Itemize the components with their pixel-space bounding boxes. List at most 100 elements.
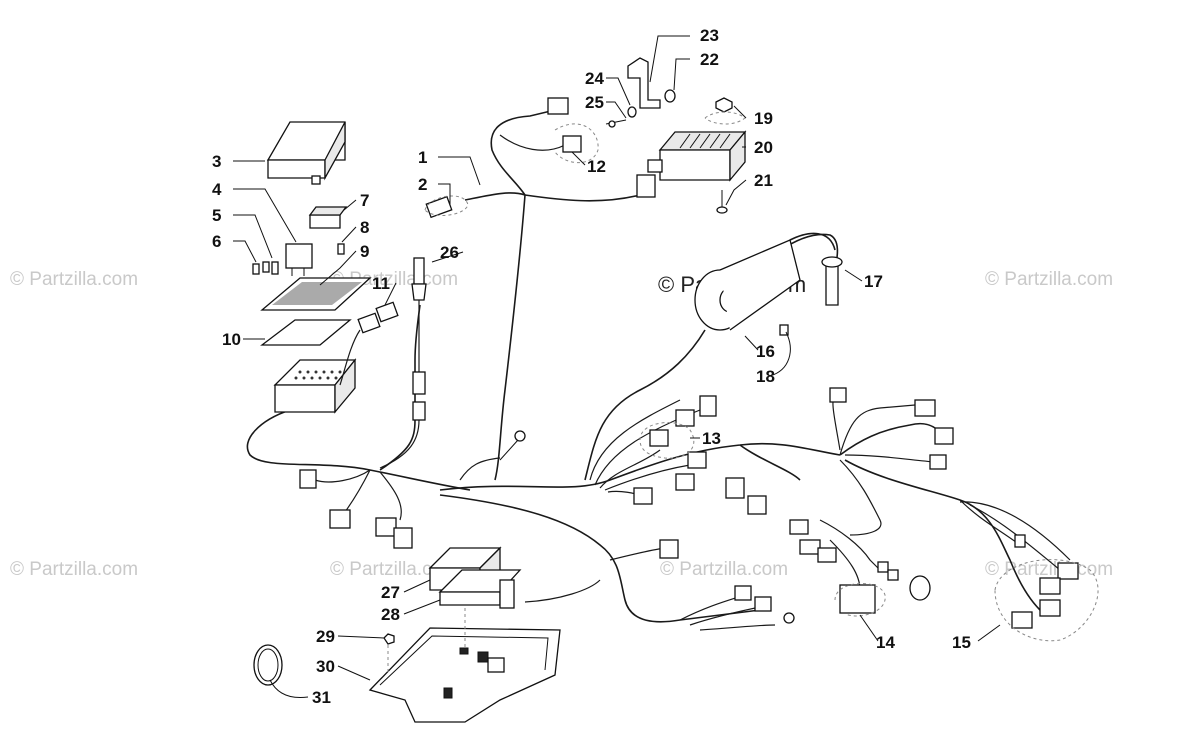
connector	[562, 135, 582, 153]
fuse	[271, 261, 279, 275]
part-callout-21: 21	[754, 171, 773, 190]
center-connectors	[725, 477, 899, 581]
harness-branch	[839, 459, 882, 536]
part-callout-11: 11	[372, 274, 390, 293]
part-callout-27: 27	[381, 583, 400, 602]
part-callout-18: 18	[756, 367, 775, 386]
relay-box-cover	[266, 121, 346, 185]
sensor-connectors	[633, 395, 717, 505]
harness-branch	[832, 394, 841, 451]
connector-pair	[339, 301, 399, 386]
part-callout-17: 17	[864, 272, 883, 291]
harness-trunk	[439, 442, 841, 491]
part-callout-3: 3	[212, 152, 221, 171]
harness-branch	[819, 519, 881, 571]
main-harness	[246, 109, 1071, 631]
mounting-tray	[368, 608, 561, 723]
fuse	[337, 243, 345, 255]
harness-connectors-top	[547, 97, 656, 198]
connector	[547, 97, 569, 115]
harness-branch	[839, 404, 916, 456]
harness-trunk	[494, 194, 526, 481]
part-callout-29: 29	[316, 627, 335, 646]
part-callout-24: 24	[585, 69, 604, 88]
ignition-switch	[694, 232, 843, 336]
harness-branch	[844, 454, 936, 463]
part-callout-30: 30	[316, 657, 335, 676]
harness-branch	[459, 457, 501, 481]
part-callout-15: 15	[952, 633, 971, 652]
connector-cap	[424, 195, 469, 219]
harness-branch	[609, 547, 666, 561]
watermark: © Partzilla.com	[985, 559, 1113, 580]
part-callout-6: 6	[212, 232, 221, 251]
part-callout-20: 20	[754, 138, 773, 157]
part-callout-13: 13	[702, 429, 721, 448]
part-callout-2: 2	[418, 175, 427, 194]
mounting-bracket	[605, 57, 676, 128]
part-callout-1: 1	[418, 148, 427, 167]
part-callout-8: 8	[360, 218, 369, 237]
watermark: © Partzilla.com	[10, 269, 138, 290]
watermark: © Partzilla.com	[330, 559, 458, 580]
connector	[636, 174, 656, 198]
voltage-regulator	[647, 130, 747, 182]
harness-trunk	[439, 494, 761, 623]
relays-and-fuses	[252, 206, 348, 276]
part-callout-19: 19	[754, 109, 773, 128]
leader-lines	[233, 35, 1001, 699]
harness-branch	[839, 422, 946, 456]
harness-branch	[604, 464, 691, 491]
part-callout-12: 12	[587, 157, 606, 176]
nut-and-screw	[704, 97, 746, 214]
connector-group	[994, 559, 1099, 642]
harness-branch	[490, 109, 556, 196]
harness-branch	[379, 471, 402, 521]
part-callout-7: 7	[360, 191, 369, 210]
part-callout-10: 10	[222, 330, 241, 349]
screw-and-clip	[253, 633, 395, 686]
part-callout-31: 31	[312, 688, 331, 707]
right-connectors	[829, 387, 1026, 548]
watermark: © Partzilla.com	[985, 269, 1113, 290]
watermark: © Partzilla.com	[10, 559, 138, 580]
part-callout-4: 4	[212, 180, 222, 199]
sensor	[379, 257, 427, 469]
fuse-box-gasket	[260, 319, 352, 346]
part-callout-14: 14	[876, 633, 895, 652]
harness-branch	[246, 409, 471, 491]
harness-branch	[739, 444, 801, 481]
harness-branch	[589, 399, 681, 481]
harness-branch	[584, 329, 706, 481]
part-callout-5: 5	[212, 206, 221, 225]
part-callout-22: 22	[700, 50, 719, 69]
fuse	[262, 261, 270, 273]
harness-branch	[844, 459, 1041, 611]
switch-assembly	[834, 575, 931, 617]
ring-terminals	[499, 430, 795, 624]
harness-branch	[464, 192, 641, 202]
part-callout-23: 23	[700, 26, 719, 45]
part-callout-25: 25	[585, 93, 604, 112]
part-callout-16: 16	[756, 342, 775, 361]
harness-branch	[524, 579, 601, 603]
part-callout-28: 28	[381, 605, 400, 624]
fuse-panel	[260, 277, 372, 311]
harness-branch	[314, 469, 371, 483]
relay-small	[309, 214, 341, 229]
watermarks: © Partzilla.com © Partzilla.com © Partzi…	[10, 269, 1113, 580]
left-connectors	[299, 469, 413, 549]
harness-branch	[959, 501, 1071, 561]
fuse-box-base	[273, 358, 357, 414]
part-callout-26: 26	[440, 243, 459, 262]
ecu-module	[428, 546, 522, 609]
fuse	[252, 263, 260, 275]
harness-branch	[599, 449, 661, 489]
watermark: © Partzilla.com	[660, 559, 788, 580]
harness-branch	[499, 134, 566, 151]
harness-branch	[969, 504, 1061, 571]
relay	[285, 243, 313, 269]
